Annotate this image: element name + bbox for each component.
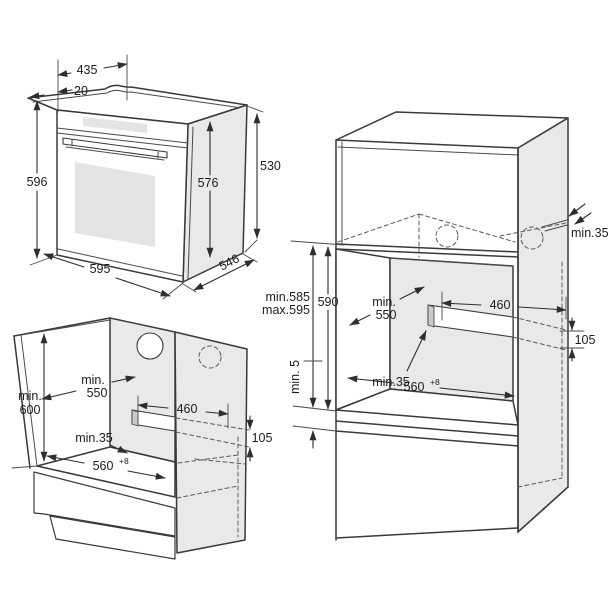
dim-tall-niche-depth: min. 550 xyxy=(349,286,425,326)
dim-top-rear-gap: min.35 xyxy=(568,203,609,240)
oven-isometric-view: 435 20 596 595 576 xyxy=(27,54,281,300)
dim-cutout-height-label: 105 xyxy=(252,431,273,445)
dim-top-rear-gap-label: min.35 xyxy=(571,226,609,240)
dim-tall-cutout-width-label: 460 xyxy=(490,298,511,312)
dim-tall-niche-depth-prefix: min. xyxy=(372,295,396,309)
dim-rear-gap: min.35 xyxy=(75,431,128,454)
hidden-vent-hole xyxy=(198,345,222,369)
dim-cutout-width: 460 xyxy=(137,395,229,429)
dim-oven-body-height: 576 xyxy=(198,121,219,258)
dim-niche-height-label: 600 xyxy=(20,403,41,417)
dim-oven-front-offset: 20 xyxy=(29,84,88,100)
dim-niche-width-tolerance: +8 xyxy=(119,456,129,466)
dim-niche-depth-prefix: min. xyxy=(81,373,105,387)
dim-tall-niche-height: min.585 max.595 590 xyxy=(262,240,345,432)
hidden-vent-hole-side xyxy=(520,226,544,250)
dim-tall-cutout-height: 105 xyxy=(559,317,596,362)
control-panel-line xyxy=(56,127,189,144)
dim-oven-top-depth: 435 xyxy=(57,54,128,113)
dim-oven-width-label: 595 xyxy=(90,262,111,276)
dim-tall-rear-gap-label: min.35 xyxy=(372,375,410,389)
vent-hole xyxy=(136,332,164,360)
dim-front-height-max-label: max.595 xyxy=(262,303,310,317)
dim-oven-front-height-label: 596 xyxy=(27,175,48,189)
dim-front-height-min-label: min.585 xyxy=(266,290,311,304)
tall-niche-floor xyxy=(335,388,519,426)
dim-niche-height-prefix: min. xyxy=(18,389,42,403)
dim-tall-niche-width-label: 560 xyxy=(404,380,425,394)
hidden-vent-hole-back xyxy=(435,224,459,248)
right-side-panel xyxy=(174,331,248,554)
oven-top-face xyxy=(27,84,248,125)
dim-niche-depth-label: 550 xyxy=(87,386,108,400)
niche-floor xyxy=(36,446,176,498)
dim-tall-rear-gap: min.35 xyxy=(372,330,427,389)
dim-tall-niche-width-tolerance: +8 xyxy=(430,377,440,387)
door-handle xyxy=(62,137,168,159)
dim-niche-depth: min. 550 xyxy=(41,373,136,401)
dim-oven-rear-height: 530 xyxy=(244,105,281,253)
base-cabinet-view: min. 600 min. 550 460 min.35 105 xyxy=(11,317,273,560)
dim-tall-cutout-height-label: 105 xyxy=(575,333,596,347)
dim-cutout-width-label: 460 xyxy=(177,402,198,416)
dim-oven-front-offset-label: 20 xyxy=(74,84,88,98)
tall-cabinet-view: min.35 min.585 max.595 590 min. 5 min. 5… xyxy=(262,111,609,541)
dim-tall-niche-depth-label: 550 xyxy=(376,308,397,322)
dim-niche-width-label: 560 xyxy=(93,459,114,473)
control-display xyxy=(83,117,147,133)
dim-tall-cutout-width: 460 xyxy=(441,291,567,321)
plinth-front xyxy=(33,471,176,537)
dim-oven-width: 595 xyxy=(43,253,184,300)
dim-niche-height: min. 600 xyxy=(18,333,48,462)
dim-niche-width: 560 +8 xyxy=(46,454,166,480)
toe-kick xyxy=(49,515,176,560)
dim-oven-body-height-label: 576 xyxy=(198,176,219,190)
door-window xyxy=(75,162,155,247)
dim-bottom-gap-label: min. 5 xyxy=(288,360,302,394)
dim-rear-gap-label: min.35 xyxy=(75,431,113,445)
dim-cutout-height: 105 xyxy=(246,415,273,462)
dim-tall-niche-width: 560 +8 xyxy=(347,375,515,399)
dim-bottom-gap: min. 5 xyxy=(288,360,323,449)
cabinet-side-panel xyxy=(517,117,569,533)
left-wall-edge xyxy=(13,335,31,469)
dim-oven-top-depth-label: 435 xyxy=(77,63,98,77)
dim-oven-front-height: 596 xyxy=(27,100,58,266)
dim-oven-rear-height-label: 530 xyxy=(260,159,281,173)
dim-tall-niche-height-label: 590 xyxy=(318,295,339,309)
